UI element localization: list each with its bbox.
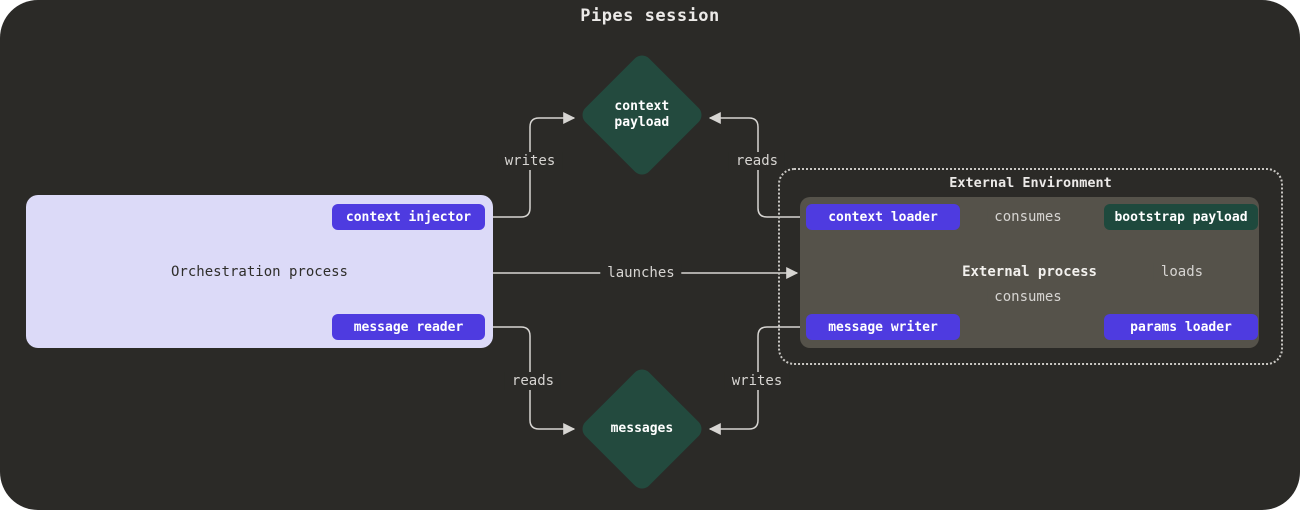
edge-label-consumes-top: consumes — [987, 208, 1069, 226]
edge-label-launches: launches — [600, 264, 682, 282]
message-reader-button[interactable]: message reader — [332, 314, 485, 340]
diagram-title: Pipes session — [580, 6, 720, 26]
external-environment-box — [778, 168, 1283, 365]
edge-label-writes-top: writes — [497, 152, 563, 170]
bootstrap-payload-button[interactable]: bootstrap payload — [1104, 204, 1258, 230]
external-process-label: External process — [962, 264, 1097, 280]
messages-label: messages — [610, 420, 674, 436]
message-writer-button[interactable]: message writer — [806, 314, 960, 340]
orchestration-process-label: Orchestration process — [170, 264, 348, 280]
edge-label-reads-bottom: reads — [504, 372, 562, 390]
edge-label-reads-top: reads — [728, 152, 786, 170]
messages-node: messages — [578, 365, 706, 493]
context-payload-node: context payload — [578, 51, 706, 179]
edge-label-writes-bottom: writes — [724, 372, 790, 390]
params-loader-button[interactable]: params loader — [1104, 314, 1258, 340]
external-environment-label: External Environment — [949, 175, 1112, 191]
edge-label-consumes-bottom: consumes — [987, 288, 1069, 306]
context-payload-label: context payload — [614, 98, 670, 130]
context-injector-button[interactable]: context injector — [332, 204, 485, 230]
edge-label-loads: loads — [1153, 263, 1211, 281]
context-loader-button[interactable]: context loader — [806, 204, 960, 230]
